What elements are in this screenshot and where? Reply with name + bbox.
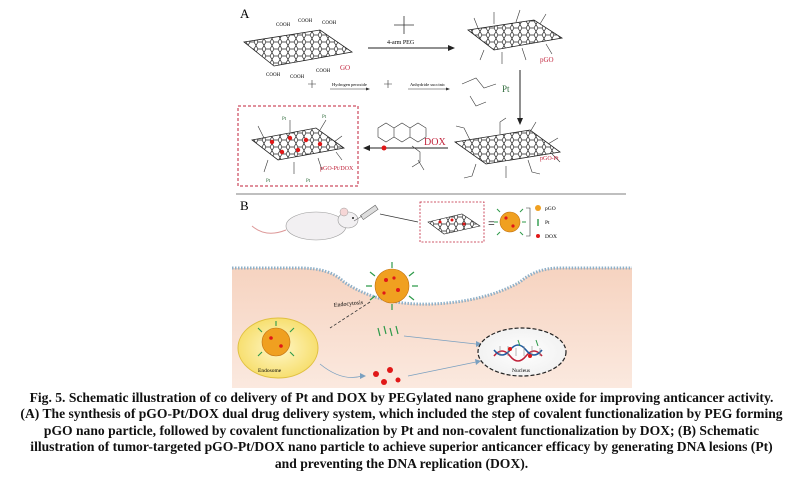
cell-membrane bbox=[232, 266, 632, 306]
pgo-pt-label: pGO-Pt bbox=[540, 156, 559, 162]
legend-dox-swatch bbox=[536, 234, 540, 238]
entering-particle bbox=[366, 262, 418, 310]
pgo-label: pGO bbox=[540, 56, 554, 64]
anhydride-succinic-label: Anhydride succinic bbox=[410, 82, 445, 87]
nucleus bbox=[477, 327, 567, 377]
dox-label: DOX bbox=[424, 137, 446, 148]
panel-a-label: A bbox=[240, 6, 250, 21]
legend-dox-label: DOX bbox=[545, 234, 557, 240]
dna-helix bbox=[493, 339, 543, 362]
hydrogen-peroxide-label: Hydrogen peroxide bbox=[332, 82, 367, 87]
cooh-label: COOH bbox=[298, 19, 313, 24]
step2-reagents: Hydrogen peroxide Anhydride succinic bbox=[308, 77, 497, 107]
released-pt bbox=[377, 325, 399, 337]
pt-mark: Pt bbox=[306, 179, 311, 184]
cooh-label: COOH bbox=[290, 75, 305, 80]
legend-pgo-label: pGO bbox=[545, 206, 556, 212]
arrow-pt-to-nucleus bbox=[403, 335, 477, 345]
peg-reagent bbox=[394, 16, 414, 34]
equals-sign: = bbox=[488, 216, 495, 230]
nanoparticle-sheet bbox=[427, 213, 481, 235]
cooh-label: COOH bbox=[266, 73, 281, 78]
pt-mark: Pt bbox=[322, 115, 327, 120]
nucleus-label: Nucleus bbox=[512, 368, 530, 374]
pgo-pt-dox-label: pGO-Pt/DOX bbox=[320, 166, 354, 172]
cooh-label: COOH bbox=[276, 23, 291, 28]
endocytosis-label: Endocytosis bbox=[334, 300, 364, 309]
scheme-figure: A COOH COOH COOH COOH COOH COOH GO 4-arm… bbox=[232, 6, 632, 388]
legend-bracket bbox=[526, 207, 531, 237]
endosome-particle bbox=[257, 321, 295, 357]
dox-molecule bbox=[377, 122, 427, 171]
released-dox bbox=[373, 367, 401, 385]
syringe-illustration bbox=[353, 204, 379, 222]
pgo-pt-sheet: pGO-Pt bbox=[453, 117, 562, 179]
legend-particle bbox=[494, 208, 526, 236]
dox-dot bbox=[381, 145, 387, 151]
pgo-pt-dox-sheet bbox=[251, 119, 346, 174]
endosome-label: Endosome bbox=[258, 368, 282, 374]
mouse-illustration bbox=[251, 207, 359, 241]
arrow-endocytosis bbox=[329, 301, 371, 329]
pt-mark: Pt bbox=[282, 117, 287, 122]
panel-b-label: B bbox=[240, 198, 249, 213]
arrow-dox-to-nucleus bbox=[407, 361, 477, 377]
pgo-pt-dox-box bbox=[237, 105, 359, 187]
go-label: GO bbox=[340, 64, 350, 72]
cooh-label: COOH bbox=[316, 69, 331, 74]
pt-label: Pt bbox=[502, 84, 510, 94]
nanoparticle-box bbox=[419, 201, 485, 243]
figure-caption: Fig. 5. Schematic illustration of co del… bbox=[20, 390, 783, 471]
pgo-sheet: pGO bbox=[467, 9, 564, 64]
go-sheet: COOH COOH COOH COOH COOH COOH GO bbox=[243, 19, 354, 80]
connector-line bbox=[379, 213, 419, 223]
legend-pgo-swatch bbox=[535, 205, 541, 211]
legend-pt-label: Pt bbox=[545, 220, 550, 226]
cooh-label: COOH bbox=[322, 21, 337, 26]
peg-label: 4-arm PEG bbox=[387, 40, 415, 46]
arrow-endosome-out bbox=[319, 363, 363, 378]
pt-mark: Pt bbox=[266, 179, 271, 184]
